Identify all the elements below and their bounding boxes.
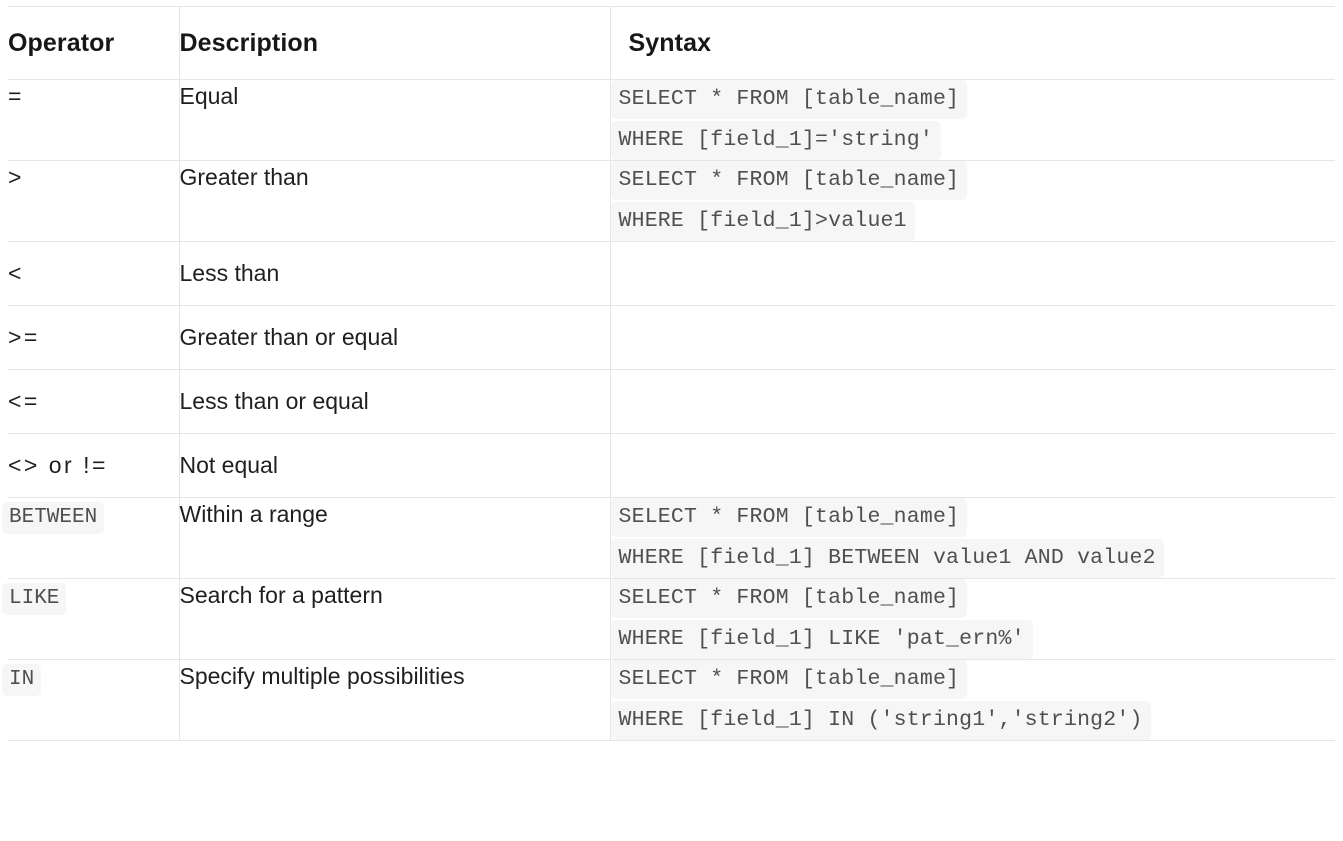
syntax-code-line: SELECT * FROM [table_name]	[610, 498, 968, 537]
cell-operator: <> or !=	[8, 433, 180, 498]
syntax-code-line: SELECT * FROM [table_name]	[610, 80, 968, 119]
syntax-code-line: SELECT * FROM [table_name]	[610, 579, 968, 618]
column-header-description: Description	[179, 6, 611, 80]
cell-syntax	[610, 305, 1335, 370]
cell-description: Greater than or equal	[179, 305, 611, 370]
cell-description: Equal	[179, 79, 611, 161]
table-row: < Less than	[8, 241, 1335, 306]
table-header: Operator Description Syntax	[8, 6, 1335, 80]
cell-syntax: SELECT * FROM [table_name]WHERE [field_1…	[610, 160, 1336, 242]
syntax-code-line: WHERE [field_1]='string'	[610, 121, 941, 160]
operator-symbol: =	[8, 83, 24, 109]
syntax-code-line: WHERE [field_1] LIKE 'pat_ern%'	[610, 620, 1033, 659]
syntax-code-block: SELECT * FROM [table_name]WHERE [field_1…	[610, 161, 1336, 241]
cell-syntax	[610, 241, 1335, 306]
operator-keyword: IN	[2, 664, 42, 696]
cell-description: Less than or equal	[179, 369, 611, 434]
syntax-code-block: SELECT * FROM [table_name]WHERE [field_1…	[610, 498, 1336, 578]
cell-description: Search for a pattern	[179, 578, 611, 660]
syntax-code-block: SELECT * FROM [table_name]WHERE [field_1…	[610, 579, 1336, 659]
cell-description: Not equal	[179, 433, 611, 498]
table-row: <> or != Not equal	[8, 433, 1335, 498]
cell-description: Less than	[179, 241, 611, 306]
syntax-code-line: SELECT * FROM [table_name]	[610, 161, 968, 200]
table-row: >= Greater than or equal	[8, 305, 1335, 370]
cell-operator: IN	[2, 659, 180, 741]
cell-syntax: SELECT * FROM [table_name]WHERE [field_1…	[610, 79, 1336, 161]
cell-operator: >=	[8, 305, 180, 370]
syntax-code-line: WHERE [field_1]>value1	[610, 202, 915, 241]
cell-operator: <=	[8, 369, 180, 434]
cell-description: Specify multiple possibilities	[179, 659, 611, 741]
operator-symbol: <> or !=	[8, 452, 108, 478]
cell-description: Greater than	[179, 160, 611, 242]
cell-operator: BETWEEN	[2, 497, 180, 579]
column-header-operator: Operator	[8, 6, 180, 80]
operator-symbol: >	[8, 164, 24, 190]
syntax-code-line: WHERE [field_1] IN ('string1','string2')	[610, 701, 1151, 740]
table-header-row: Operator Description Syntax	[8, 6, 1335, 80]
cell-operator: <	[8, 241, 180, 306]
syntax-code-block: SELECT * FROM [table_name]WHERE [field_1…	[610, 660, 1336, 740]
syntax-code-line: WHERE [field_1] BETWEEN value1 AND value…	[610, 539, 1164, 578]
cell-description: Within a range	[179, 497, 611, 579]
operator-symbol: >=	[8, 324, 40, 350]
cell-syntax: SELECT * FROM [table_name]WHERE [field_1…	[610, 578, 1336, 660]
cell-syntax: SELECT * FROM [table_name]WHERE [field_1…	[610, 497, 1336, 579]
operator-symbol: <	[8, 260, 24, 286]
cell-operator: >	[8, 160, 180, 242]
operator-keyword: LIKE	[2, 583, 67, 615]
syntax-code-line: SELECT * FROM [table_name]	[610, 660, 968, 699]
syntax-code-block: SELECT * FROM [table_name]WHERE [field_1…	[610, 80, 1336, 160]
cell-syntax	[610, 433, 1335, 498]
table-row: <= Less than or equal	[8, 369, 1335, 434]
cell-syntax: SELECT * FROM [table_name]WHERE [field_1…	[610, 659, 1336, 741]
column-header-syntax: Syntax	[610, 6, 1335, 80]
operator-symbol: <=	[8, 388, 40, 414]
operator-keyword: BETWEEN	[2, 502, 105, 534]
cell-operator: LIKE	[2, 578, 180, 660]
cell-syntax	[610, 369, 1335, 434]
cell-operator: =	[8, 79, 180, 161]
